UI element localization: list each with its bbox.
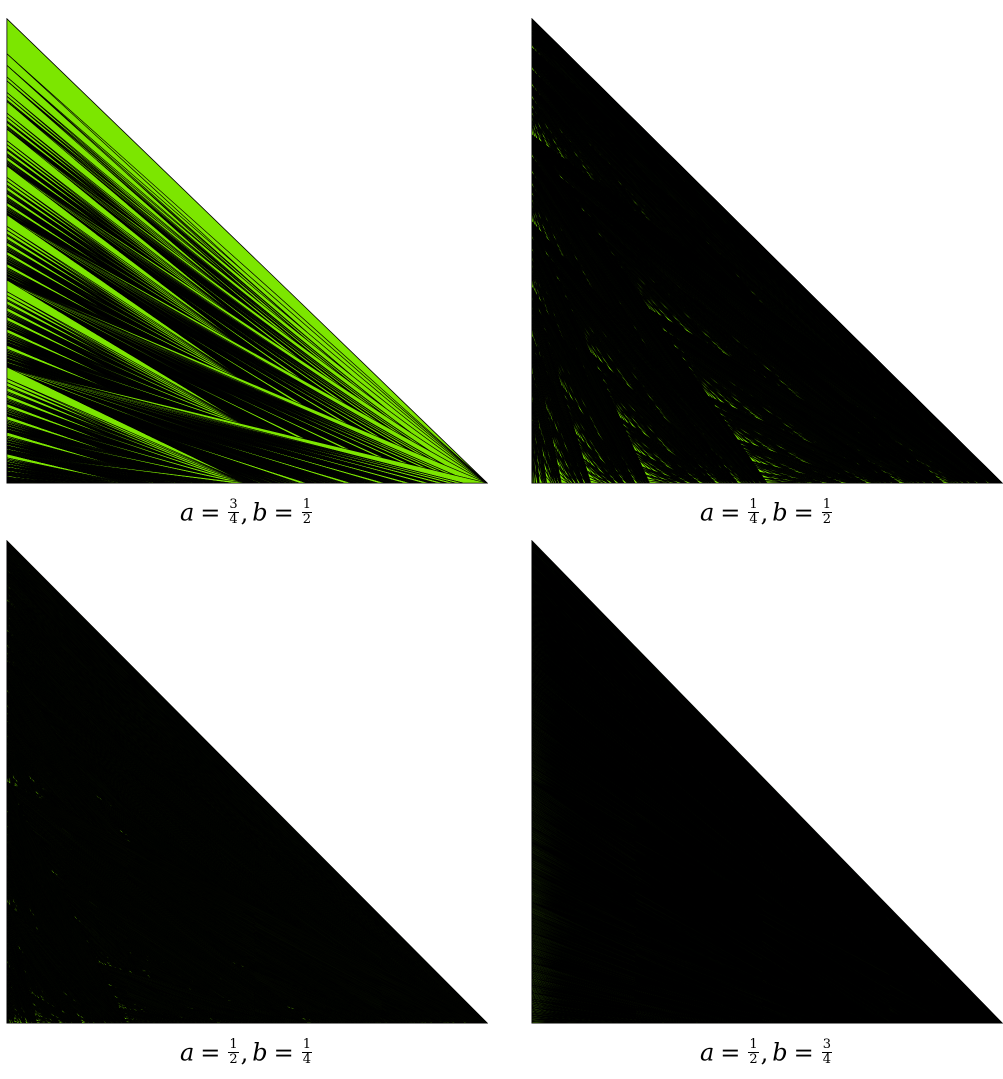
fractal-cell <box>6 144 158 260</box>
fractal-cell <box>29 286 83 312</box>
fractal-cell <box>6 247 83 292</box>
fractal-cell <box>119 251 184 297</box>
fractal-cell <box>51 183 158 262</box>
fractal-cell <box>147 267 219 317</box>
fractal-cell <box>89 256 135 287</box>
fractal-cell <box>169 281 280 358</box>
fractal-cell <box>136 256 309 375</box>
fractal-group <box>6 18 488 484</box>
fractal-cell <box>89 300 135 327</box>
fractal-cell <box>126 186 263 305</box>
fractal-cell <box>119 194 353 384</box>
fractal-triangle-top-left <box>6 18 488 484</box>
fractal-cell <box>171 241 263 318</box>
fractal-cell <box>6 191 83 243</box>
fractal-cell <box>29 225 83 257</box>
fractal-cell <box>148 263 412 441</box>
fractal-cell <box>51 223 124 272</box>
fractal-cell <box>6 198 83 248</box>
fractal-cell <box>51 231 124 278</box>
fractal-cell <box>119 216 280 339</box>
fractal-cell <box>6 268 83 309</box>
fractal-cell <box>209 293 251 328</box>
fractal-cell <box>119 220 184 270</box>
fractal-cell <box>141 237 240 313</box>
fractal-cell <box>6 256 83 299</box>
fractal-cell <box>51 189 124 242</box>
fractal-cell <box>171 291 235 338</box>
fractal-cell <box>51 263 158 330</box>
fractal-cell <box>89 293 135 321</box>
fractal-cell <box>6 116 158 238</box>
fractal-cell <box>51 277 124 319</box>
fractal-cell <box>6 207 83 255</box>
fractal-cell <box>51 157 158 240</box>
fractal-cell <box>51 217 158 291</box>
fractal-cell <box>6 181 158 289</box>
fractal-cell <box>29 284 83 311</box>
fractal-cell <box>141 266 240 336</box>
fractal-panel-top-left <box>6 18 488 484</box>
fractal-cell <box>6 127 83 185</box>
fractal-cell <box>171 263 235 313</box>
fractal-cell <box>177 266 274 342</box>
fractal-cell <box>29 272 83 301</box>
fractal-cell <box>89 249 135 281</box>
fractal-cell <box>209 320 251 352</box>
fractal-cell <box>6 161 83 215</box>
fractal-cell <box>6 229 158 327</box>
fractal-cell <box>6 96 158 222</box>
fractal-cell <box>6 154 83 210</box>
fractal-cell <box>89 217 135 251</box>
fractal-cell <box>6 65 308 333</box>
fractal-cell <box>51 269 124 313</box>
fractal-cell <box>6 240 83 287</box>
fractal-cell <box>136 228 386 417</box>
fractal-cell <box>96 159 308 341</box>
fractal-cell <box>96 178 240 296</box>
